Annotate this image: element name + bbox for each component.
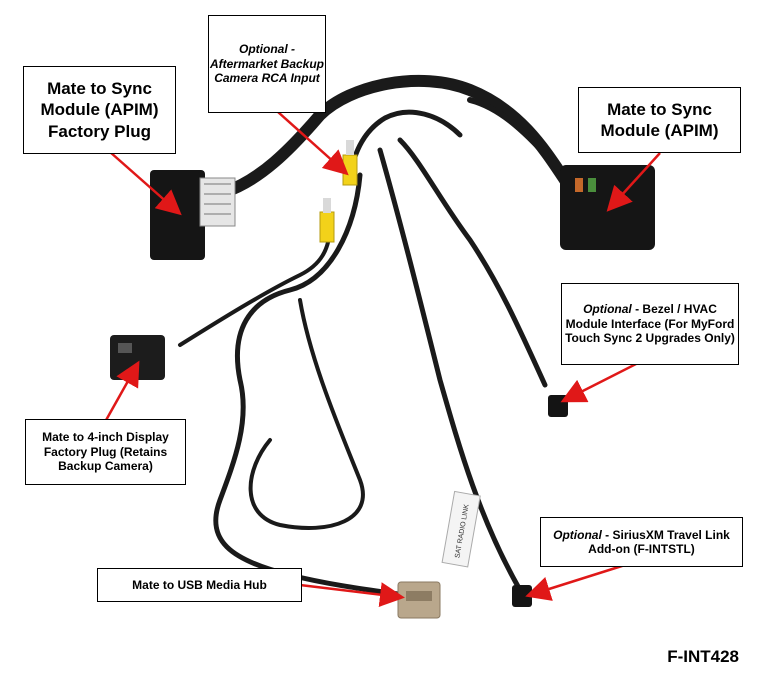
bezel-hvac-plug-connector [548, 395, 568, 417]
callout-usb-hub: Mate to USB Media Hub [97, 568, 302, 602]
callout-apim-factory-plug: Mate to Sync Module (APIM) Factory Plug [23, 66, 176, 154]
callout-apim-factory-plug-text: Mate to Sync Module (APIM) Factory Plug [40, 79, 159, 141]
callout-4inch-display-text: Mate to 4-inch Display Factory Plug (Ret… [42, 430, 169, 474]
loop-cable [248, 298, 365, 530]
arrow-usb-hub [299, 582, 405, 608]
branch-to-bezel [397, 137, 548, 388]
callout-siriusxm-optional: Optional [553, 527, 602, 542]
sat-radio-tag [441, 490, 481, 568]
callout-backup-camera-optional: Optional - [239, 42, 295, 57]
callout-apim-text: Mate to Sync Module (APIM) [600, 99, 719, 140]
arrow-apim-factory [109, 151, 182, 216]
callout-usb-hub-text: Mate to USB Media Hub [132, 577, 267, 592]
arrow-apim [606, 152, 661, 212]
cable-bundle [178, 74, 573, 598]
rca-cable-b [178, 223, 332, 347]
callout-backup-camera: Optional - Aftermarket Backup Camera RCA… [208, 15, 326, 113]
branch-to-usb [213, 172, 408, 598]
callout-apim: Mate to Sync Module (APIM) [578, 87, 741, 153]
display-plug-connector [110, 335, 165, 380]
usb-hub-connector [397, 581, 441, 619]
rca-input-plug [342, 140, 358, 186]
pointer-arrows [103, 111, 661, 608]
branch-to-siriusxm [377, 147, 523, 593]
rca-cable-a [347, 109, 463, 178]
callout-siriusxm-text: - SiriusXM Travel Link Add-on (F-INTSTL) [588, 527, 730, 556]
callout-bezel-hvac: Optional - Bezel / HVAC Module Interface… [561, 283, 739, 365]
apim-connector [560, 165, 655, 250]
branch-to-apim [467, 97, 573, 183]
siriusxm-plug-connector [512, 585, 532, 607]
callout-backup-camera-text: Aftermarket Backup Camera RCA Input [209, 56, 325, 86]
arrow-bezel-hvac [560, 360, 641, 403]
part-number: F-INT428 [667, 647, 739, 666]
callout-siriusxm: Optional - SiriusXM Travel Link Add-on (… [540, 517, 743, 567]
rca-output-plug [319, 198, 335, 243]
callout-bezel-hvac-text: - Bezel / HVAC Module Interface (For MyF… [565, 302, 735, 346]
arrow-backup-camera [277, 111, 349, 176]
main-trunk-cable [219, 74, 571, 198]
callout-4inch-display: Mate to 4-inch Display Factory Plug (Ret… [25, 419, 186, 485]
arrow-display [103, 360, 140, 423]
arrow-siriusxm [525, 563, 626, 601]
apim-factory-plug-connector [150, 170, 236, 260]
callout-bezel-hvac-optional: Optional [583, 302, 632, 317]
